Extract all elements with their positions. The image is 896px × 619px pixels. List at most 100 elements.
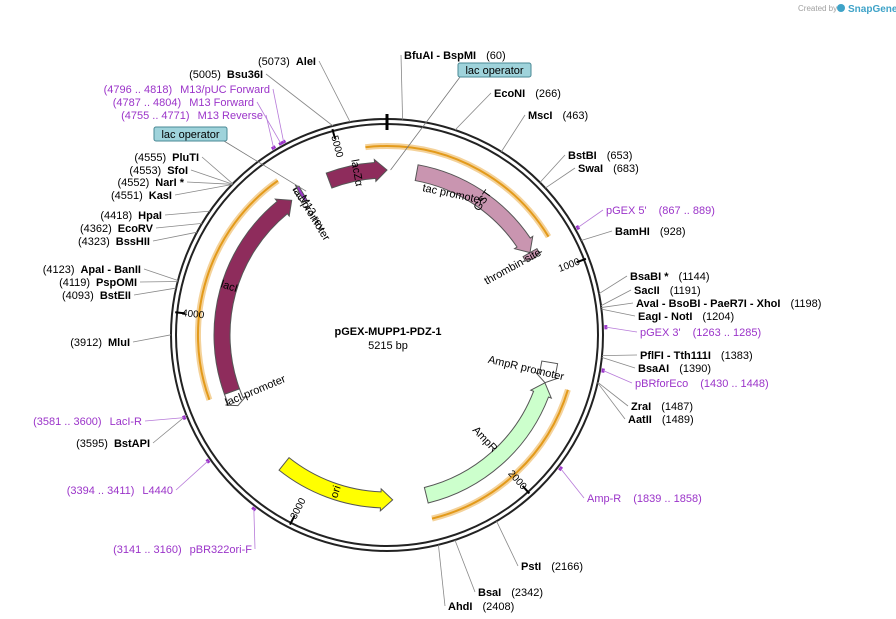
snapgene-logo-icon xyxy=(837,4,845,12)
primer-range: (1839 .. 1858) xyxy=(633,493,702,505)
site-bsteii: BstEII(4093) xyxy=(62,290,131,302)
lac-operator-leader xyxy=(390,76,461,171)
site-leader xyxy=(201,156,234,185)
site-leader xyxy=(501,114,526,152)
primer-pgex-5: pGEX 5'(867 .. 889) xyxy=(606,205,715,217)
orf-arc xyxy=(386,145,550,238)
site-name: SwaI xyxy=(578,163,603,175)
primer-leader xyxy=(175,460,209,491)
site-name: EcoRV xyxy=(118,223,154,235)
primer-m13-puc-forward: M13/pUC Forward(4796 .. 4818) xyxy=(104,84,270,96)
site-leader xyxy=(133,287,177,296)
feature-ori xyxy=(278,456,394,513)
site-name: AhdI xyxy=(448,601,472,613)
site-leader xyxy=(454,92,492,131)
plasmid-name: pGEX-MUPP1-PDZ-1 xyxy=(335,326,442,338)
primer-range: (1430 .. 1448) xyxy=(700,378,769,390)
site-position: (683) xyxy=(613,163,639,175)
label-leader-lines xyxy=(132,54,638,607)
feature-label-ampr-promoter: AmpR promoter xyxy=(487,354,566,383)
primer-pgex-3: pGEX 3'(1263 .. 1285) xyxy=(640,327,761,339)
primer-name: M13 Forward xyxy=(189,97,254,109)
site-bstbi: BstBI (653) xyxy=(568,150,632,162)
primer-amp-r: Amp-R (1839 .. 1858) xyxy=(587,493,702,505)
site-position: (5005) xyxy=(189,69,221,81)
site-position: (4555) xyxy=(134,152,166,164)
primer-leader xyxy=(272,88,285,143)
site-pflfi-tth111i: PflFI - Tth111I(1383) xyxy=(640,350,753,362)
site-name: AvaI - BsoBI - PaeR7I - XhoI xyxy=(636,298,780,310)
primer-m13-reverse: M13 Reverse (4755 .. 4771) xyxy=(121,110,263,122)
site-name: MluI xyxy=(108,337,130,349)
primer-name: M13/pUC Forward xyxy=(180,84,270,96)
tick-1000 xyxy=(576,257,587,264)
site-position: (4551) xyxy=(111,190,143,202)
site-position: (1487) xyxy=(661,401,693,413)
primer-mark xyxy=(205,458,211,464)
site-bsshii: BssHII(4323) xyxy=(78,236,150,248)
site-leader xyxy=(164,210,211,216)
site-leader xyxy=(539,154,566,183)
site-name: BsaBI * xyxy=(630,271,669,283)
site-position: (928) xyxy=(660,226,686,238)
primer-leader xyxy=(602,370,633,384)
primer-laci-r: LacI-R (3581 .. 3600) xyxy=(33,416,142,428)
primer-m13-forward: M13 Forward(4787 .. 4804) xyxy=(113,97,254,109)
tick-label-4000: 4000 xyxy=(181,308,205,321)
site-nari: NarI *(4552) xyxy=(117,177,184,189)
site-position: (1198) xyxy=(790,298,821,310)
primer-name: M13 Reverse xyxy=(198,110,263,122)
site-econi: EcoNI(266) xyxy=(494,88,561,100)
site-sacii: SacII(1191) xyxy=(634,285,701,297)
snapgene-credit: Created by SnapGene xyxy=(798,4,896,15)
site-leader xyxy=(597,381,629,407)
site-bsaai: BsaAI(1390) xyxy=(638,363,711,375)
tick-2000 xyxy=(521,485,531,495)
site-name: ZraI xyxy=(631,401,651,413)
primer-leader xyxy=(144,417,185,422)
primer-mark xyxy=(182,415,187,421)
site-name: BstEII xyxy=(100,290,131,302)
site-msci: MscI(463) xyxy=(528,110,588,122)
primer-leader xyxy=(560,468,585,499)
site-name: Bsu36I xyxy=(227,69,263,81)
site-pluti: PluTI(4555) xyxy=(134,152,199,164)
site-position: (4119) xyxy=(59,277,90,289)
primer-pbr322ori-f: pBR322ori-F(3141 .. 3160) xyxy=(113,544,252,556)
site-leader xyxy=(601,302,634,308)
primer-l4440: L4440(3394 .. 3411) xyxy=(67,485,173,497)
lac-operator-box-bg xyxy=(457,62,532,78)
site-name: EcoNI xyxy=(494,88,525,100)
feature-m13-rev xyxy=(294,184,308,204)
site-position: (4362) xyxy=(80,223,112,235)
plasmid-length: 5215 bp xyxy=(368,340,408,352)
site-bsabi: BsaBI *(1144) xyxy=(630,271,710,283)
lac-operator-box: lac operator xyxy=(457,62,532,78)
tick-3000 xyxy=(289,515,296,526)
site-swai: SwaI (683) xyxy=(578,163,639,175)
primer-range: (3581 .. 3600) xyxy=(33,416,102,428)
primer-range: (3141 .. 3160) xyxy=(113,544,182,556)
site-name: PspOMI xyxy=(96,277,137,289)
primer-range: (4755 .. 4771) xyxy=(121,110,190,122)
site-leader xyxy=(601,308,636,317)
site-leader xyxy=(545,167,576,189)
site-leader xyxy=(454,539,476,593)
site-leader xyxy=(132,334,172,343)
orf-arc xyxy=(431,389,569,520)
tick-label-1000: 1000 xyxy=(557,256,582,274)
site-leader xyxy=(152,231,198,242)
tick-5000 xyxy=(331,128,336,140)
orf-arc xyxy=(365,144,388,149)
primer-name: Amp-R xyxy=(587,493,621,505)
site-position: (653) xyxy=(607,150,633,162)
site-avai-bsobi-paer7i-xhoi: AvaI - BsoBI - PaeR7I - XhoI (1198) xyxy=(636,298,821,310)
primer-name: LacI-R xyxy=(110,416,142,428)
site-bsu36i: Bsu36I (5005) xyxy=(189,69,263,81)
site-name: AatII xyxy=(628,414,652,426)
feature-label-thrombin-site: thrombin site xyxy=(482,247,543,288)
tick-label-3000: 3000 xyxy=(289,496,309,521)
site-aatii: AatII(1489) xyxy=(628,414,694,426)
site-name: BstBI xyxy=(568,150,597,162)
